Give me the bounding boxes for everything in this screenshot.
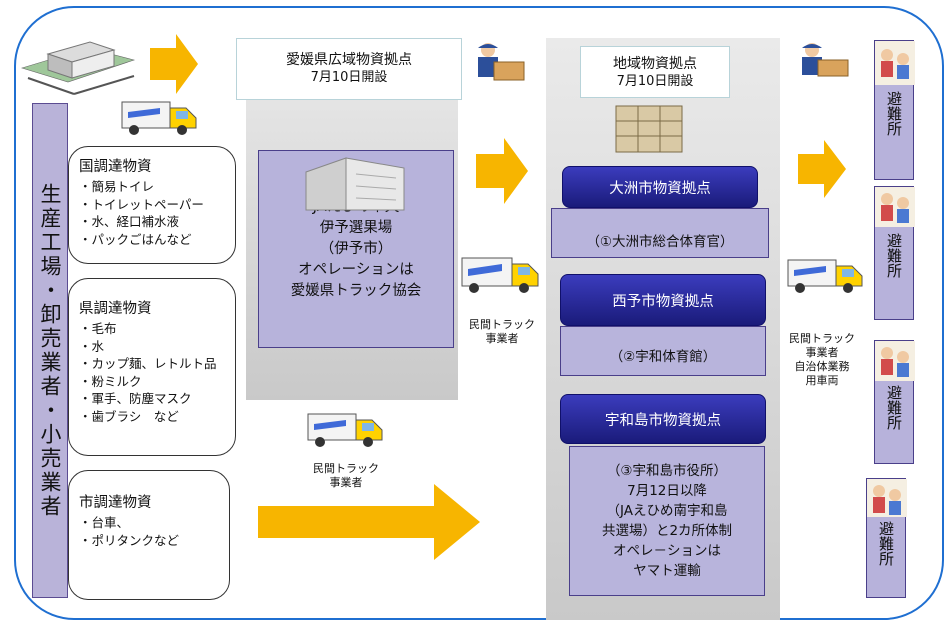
national-heading: 国調達物資	[79, 159, 152, 175]
shelter-label: 避難所	[877, 521, 895, 566]
warehouse-building-icon	[300, 152, 410, 214]
ozu-site: （①大洲市総合体育官）	[586, 234, 734, 250]
uwajima-detail-box: （③宇和島市役所） 7月12日以降 （JAえひめ南宇和島 共選場）と2カ所体制 …	[569, 446, 765, 596]
factory-icon	[18, 38, 138, 100]
flow-arrow-large	[258, 484, 480, 560]
prefectural-item: ・歯ブラシ など	[79, 408, 179, 424]
ozu-site-box: （①大洲市総合体育官）	[551, 208, 769, 258]
shelter-label: 避難所	[885, 91, 903, 136]
shelter-label: 避難所	[885, 385, 903, 430]
uwajima-hub-button: 宇和島市物資拠点	[560, 394, 766, 444]
national-item: ・パックごはんなど	[79, 231, 192, 247]
national-item: ・トイレットペーパー	[79, 196, 204, 212]
prefectural-item: ・粉ミルク	[79, 373, 142, 389]
pref-hub-line: 伊予選果場	[319, 219, 393, 236]
shelter-people-icon	[875, 187, 915, 227]
shelter-people-icon	[875, 41, 915, 85]
pref-hub-line: 愛媛県トラック協会	[290, 282, 422, 299]
prefectural-item: ・軍手、防塵マスク	[79, 391, 192, 406]
city-heading: 市調達物資	[79, 495, 152, 511]
prefectural-item: ・カップ麺、レトルト品	[79, 356, 217, 371]
uwajima-hub-name: 宇和島市物資拠点	[605, 412, 721, 429]
uwajima-line: （JAえひめ南宇和島	[606, 503, 728, 519]
city-item: ・台車、	[79, 515, 130, 530]
pref-hub-title-box: 愛媛県広域物資拠点 7月10日開設	[236, 38, 462, 100]
shelter-box: 避難所	[874, 40, 915, 180]
uwajima-line: オペレ－ションは	[613, 543, 721, 559]
carrier-label-mid: 民間トラック 事業者	[462, 318, 542, 346]
flow-arrow	[476, 138, 528, 204]
prefectural-item: ・毛布	[79, 321, 117, 336]
carrier-label-right: 民間トラック 事業者 自治体業務 用車両	[780, 332, 864, 388]
truck-icon	[306, 408, 386, 450]
national-goods-box: 国調達物資 ・簡易トイレ ・トイレットペーパー ・水、経口補水液 ・パックごはん…	[68, 146, 236, 264]
truck-icon	[460, 252, 542, 296]
regional-hub-title: 地域物資拠点	[613, 56, 697, 72]
pref-hub-title: 愛媛県広域物資拠点	[286, 52, 412, 68]
pref-hub-line: （伊予市）	[319, 240, 393, 257]
carrier-label-line: 民間トラック	[469, 318, 535, 331]
regional-hub-date: 7月10日開設	[616, 74, 694, 89]
shelter-box: 避難所	[874, 186, 915, 320]
uwajima-line: ヤマト運輸	[633, 563, 701, 579]
carrier-label-line: 民間トラック	[789, 332, 855, 345]
city-item: ・ポリタンクなど	[79, 532, 180, 548]
carrier-label-bottom: 民間トラック 事業者	[306, 462, 386, 490]
shelter-people-icon	[875, 341, 915, 381]
carrier-label-line: 自治体業務	[794, 360, 850, 373]
seiyo-hub-name: 西予市物資拠点	[612, 293, 714, 310]
carrier-label-line: 事業者	[805, 346, 839, 359]
pref-hub-date: 7月10日開設	[310, 70, 388, 85]
producer-label: 生産工場・卸売業者・小売業者	[38, 182, 62, 519]
uwajima-line: 共選場）と2カ所体制	[601, 523, 733, 539]
shelter-box: 避難所	[866, 478, 907, 598]
producer-bar: 生産工場・卸売業者・小売業者	[32, 103, 68, 598]
national-item: ・水、経口補水液	[79, 214, 180, 229]
truck-icon	[120, 96, 200, 138]
outer-frame	[14, 6, 944, 620]
uwajima-line: 7月12日以降	[627, 483, 707, 499]
carrier-label-line: 事業者	[485, 332, 519, 345]
national-item: ・簡易トイレ	[79, 179, 155, 194]
carrier-label-line: 事業者	[329, 476, 363, 489]
worker-icon	[792, 40, 852, 82]
city-goods-box: 市調達物資 ・台車、 ・ポリタンクなど	[68, 470, 230, 600]
uwajima-line: （③宇和島市役所）	[606, 463, 728, 479]
flow-arrow	[798, 140, 846, 198]
shelter-box: 避難所	[874, 340, 915, 464]
carrier-label-line: 用車両	[805, 374, 839, 387]
warehouse-shelves-icon	[614, 104, 684, 154]
seiyo-site: （②宇和体育館）	[609, 349, 717, 365]
flow-arrow	[150, 34, 198, 94]
shelter-label: 避難所	[885, 233, 903, 278]
truck-icon	[786, 254, 866, 296]
pref-hub-line: オペレーションは	[298, 261, 414, 278]
regional-hub-title-box: 地域物資拠点 7月10日開設	[580, 46, 730, 98]
carrier-label-line: 民間トラック	[313, 462, 379, 475]
prefectural-heading: 県調達物資	[79, 301, 152, 317]
prefectural-item: ・水	[79, 338, 105, 354]
ozu-hub-button: 大洲市物資拠点	[562, 166, 758, 208]
seiyo-hub-button: 西予市物資拠点	[560, 274, 766, 326]
seiyo-site-box: （②宇和体育館）	[560, 326, 766, 376]
shelter-people-icon	[867, 479, 907, 517]
worker-icon	[468, 40, 528, 86]
ozu-hub-name: 大洲市物資拠点	[609, 180, 711, 197]
prefectural-goods-box: 県調達物資 ・毛布 ・水 ・カップ麺、レトルト品 ・粉ミルク ・軍手、防塵マスク…	[68, 278, 236, 456]
